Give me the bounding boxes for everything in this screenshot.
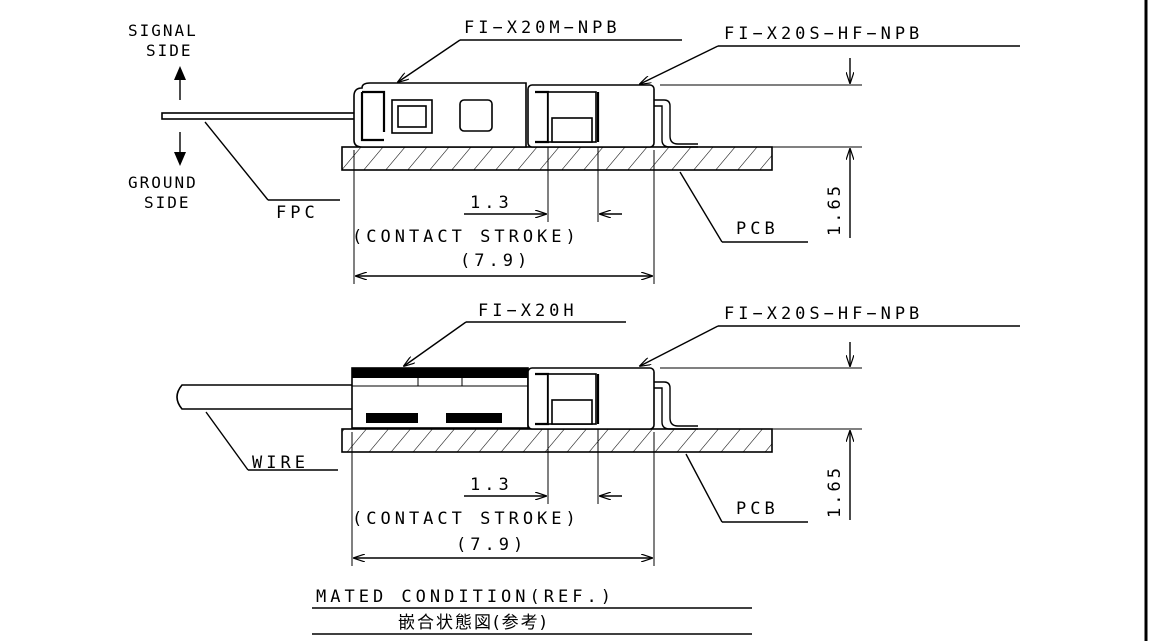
receptacle-label-bottom: FI−X20S−HF−NPB <box>724 304 923 324</box>
signal-side-label: SIGNAL <box>128 21 198 40</box>
stroke-value: 1.3 <box>470 193 513 213</box>
wire <box>176 384 352 410</box>
receptacle-body <box>527 84 698 148</box>
caption-subtitle: 嵌合状態図(参考) <box>398 613 548 633</box>
ground-side-arrow-icon <box>174 132 186 166</box>
fpc-strip <box>161 112 363 120</box>
length-value-bottom: (7.9) <box>456 535 527 555</box>
caption-title: MATED CONDITION(REF.) <box>316 587 615 607</box>
wire-label: WIRE <box>252 453 309 473</box>
receptacle-body-bottom <box>527 367 698 430</box>
pcb-board-bottom <box>341 428 773 453</box>
top-view: SIGNAL SIDE GROUND SIDE FPC PCB <box>128 18 1020 284</box>
fpc-label: FPC <box>276 203 319 223</box>
receptacle-label: FI−X20S−HF−NPB <box>724 24 923 44</box>
plug-label-bottom: FI−X20H <box>478 301 578 321</box>
pcb-label: PCB <box>736 219 779 239</box>
plug-body-bottom <box>351 367 529 429</box>
signal-side-arrow-icon <box>174 66 186 100</box>
height-value: 1.65 <box>825 183 845 236</box>
stroke-caption: (CONTACT STROKE) <box>352 227 580 247</box>
signal-side-label-2: SIDE <box>146 41 193 60</box>
plug-label: FI−X20M−NPB <box>464 18 621 38</box>
length-value: (7.9) <box>460 251 531 271</box>
bottom-view: WIRE PCB FI−X20H <box>176 301 1020 566</box>
pcb-board <box>341 146 773 171</box>
height-value-bottom: 1.65 <box>825 465 845 518</box>
pcb-label-bottom: PCB <box>736 499 779 519</box>
stroke-caption-bottom: (CONTACT STROKE) <box>352 509 580 529</box>
plug-body <box>353 82 527 148</box>
ground-side-label-2: SIDE <box>144 193 191 212</box>
stroke-value-bottom: 1.3 <box>470 475 513 495</box>
ground-side-label: GROUND <box>128 173 198 192</box>
